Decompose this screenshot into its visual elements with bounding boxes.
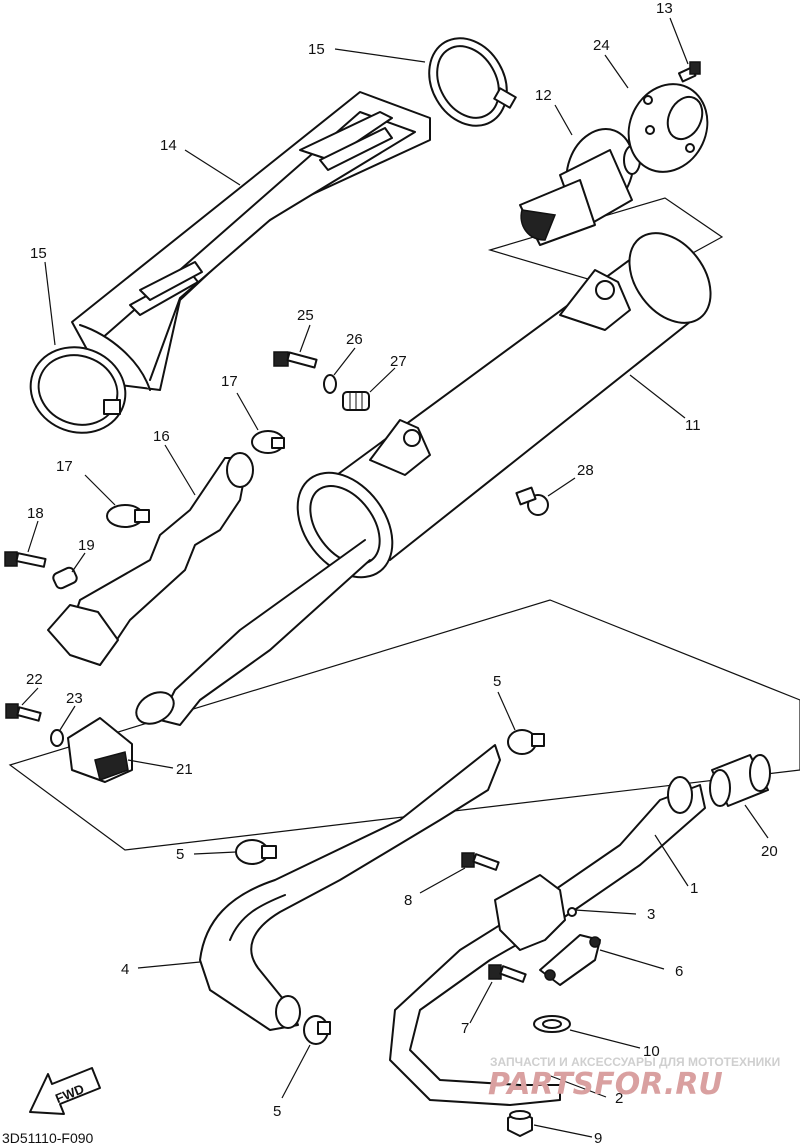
callout-labels: 15 14 15 12 24 13 11 25 26 27 28 17 16 1… xyxy=(26,0,778,1147)
callout-6: 6 xyxy=(675,963,683,980)
joint-pipe-16[interactable] xyxy=(47,452,254,666)
end-cap-24[interactable] xyxy=(615,71,722,185)
callout-20: 20 xyxy=(761,843,778,860)
spring-washer-23[interactable] xyxy=(50,729,64,747)
bolt-8[interactable] xyxy=(461,852,500,871)
diagram-code: 3D51110-F090 xyxy=(2,1130,94,1146)
bolt-18[interactable] xyxy=(4,551,47,568)
callout-10: 10 xyxy=(643,1043,660,1060)
callout-19: 19 xyxy=(78,537,95,554)
callout-14: 14 xyxy=(160,137,177,154)
callout-21: 21 xyxy=(176,761,193,778)
bolt-28[interactable] xyxy=(515,486,549,516)
callout-11: 11 xyxy=(685,417,701,434)
muffler-11[interactable] xyxy=(131,218,728,731)
callout-13: 13 xyxy=(656,0,673,17)
clamp-5-upper[interactable] xyxy=(507,729,545,755)
callout-16: 16 xyxy=(153,428,170,445)
bracket-21[interactable] xyxy=(67,717,133,783)
callout-17-a: 17 xyxy=(221,373,238,390)
callout-26: 26 xyxy=(346,331,363,348)
nut-9[interactable] xyxy=(507,1110,533,1137)
callout-12: 12 xyxy=(535,87,552,104)
callout-27: 27 xyxy=(390,353,407,370)
callout-22: 22 xyxy=(26,671,43,688)
fwd-arrow-icon: FWD xyxy=(29,1067,101,1115)
watermark-tagline: ЗАПЧАСТИ И АКСЕССУАРЫ ДЛЯ МОТОТЕХНИКИ xyxy=(490,1055,780,1069)
bracket-3[interactable] xyxy=(494,874,577,951)
washer-26[interactable] xyxy=(323,374,337,394)
callout-5-upper: 5 xyxy=(493,673,501,690)
callout-2: 2 xyxy=(615,1090,623,1107)
tailpipe-12[interactable] xyxy=(519,120,644,246)
clamp-5-lower[interactable] xyxy=(303,1015,331,1045)
callout-28: 28 xyxy=(577,462,594,479)
exhaust-pipe-1[interactable] xyxy=(389,776,706,1106)
bolt-25[interactable] xyxy=(273,351,318,369)
callout-4: 4 xyxy=(121,961,129,978)
muffler-protector-14[interactable] xyxy=(71,91,431,391)
leader-lines xyxy=(21,17,769,1138)
bolt-13[interactable] xyxy=(677,61,701,83)
clamp-17-b[interactable] xyxy=(106,504,150,528)
bolt-7[interactable] xyxy=(488,964,527,983)
clamp-ring-15-left[interactable] xyxy=(19,334,138,446)
gasket-10[interactable] xyxy=(533,1015,571,1033)
callout-18: 18 xyxy=(27,505,44,522)
clamp-ring-15-top[interactable] xyxy=(414,24,522,140)
callout-15-top: 15 xyxy=(308,41,325,58)
callout-3: 3 xyxy=(647,906,655,923)
gasket-20[interactable] xyxy=(709,754,771,807)
watermark: ЗАПЧАСТИ И АКСЕССУАРЫ ДЛЯ МОТОТЕХНИКИ PA… xyxy=(488,1055,780,1102)
muffler-group-outline xyxy=(8,599,800,851)
watermark-site: PARTSFOR.RU xyxy=(488,1067,723,1102)
callout-15-left: 15 xyxy=(30,245,47,262)
callout-23: 23 xyxy=(66,690,83,707)
collar-19[interactable] xyxy=(52,566,79,590)
bolt-22[interactable] xyxy=(5,703,42,722)
callout-17-b: 17 xyxy=(56,458,73,475)
clamp-5-middle[interactable] xyxy=(235,839,277,865)
callout-1: 1 xyxy=(690,880,698,897)
callout-7: 7 xyxy=(461,1020,469,1037)
exhaust-protector-4[interactable] xyxy=(199,744,501,1031)
clamp-17-a[interactable] xyxy=(251,430,285,454)
callout-24: 24 xyxy=(593,37,610,54)
callout-25: 25 xyxy=(297,307,314,324)
callout-5-lower: 5 xyxy=(273,1103,281,1120)
stay-6[interactable] xyxy=(539,934,601,986)
callout-9: 9 xyxy=(594,1130,602,1147)
damper-27[interactable] xyxy=(342,391,370,411)
callout-5-middle: 5 xyxy=(176,846,184,863)
callout-8: 8 xyxy=(404,892,412,909)
